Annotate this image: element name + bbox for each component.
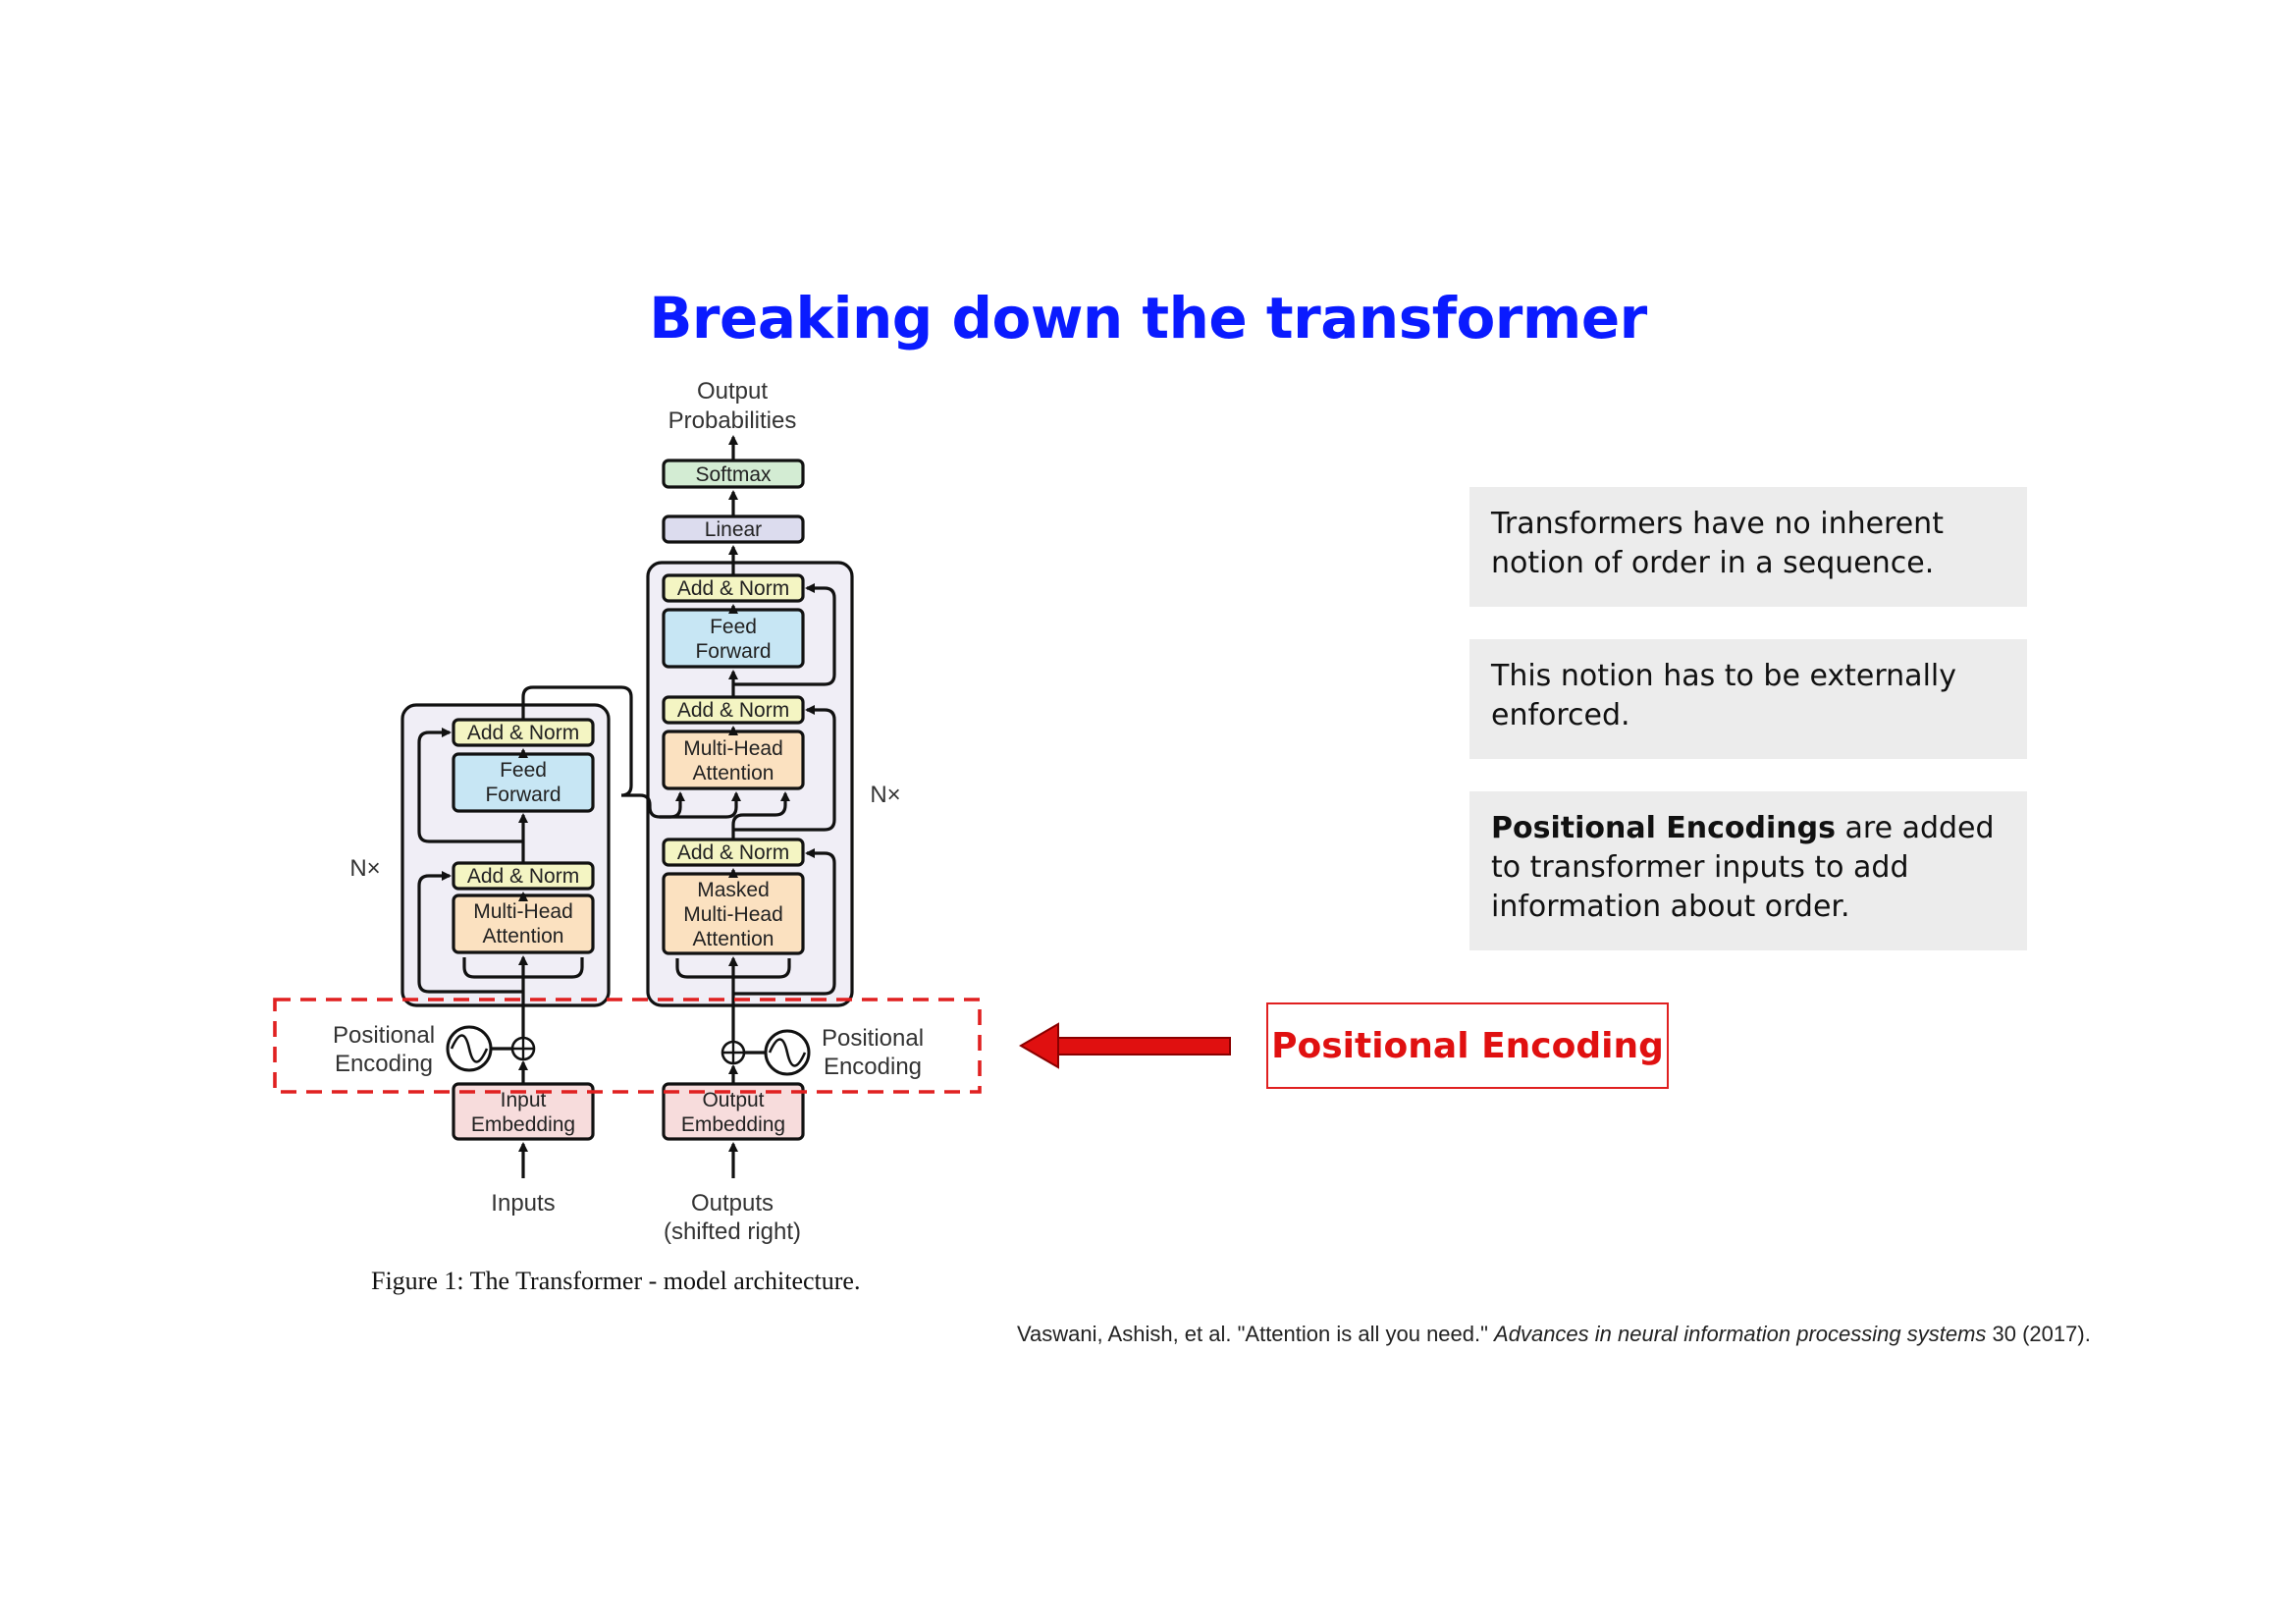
info-card-3-text: are added to transformer inputs to add i… (1491, 811, 1995, 924)
encoder-feed-label-1: Feed (500, 759, 547, 782)
decoder-plus-icon (721, 1040, 746, 1065)
info-card-3-bold: Positional Encodings (1491, 811, 1836, 845)
info-card-1: Transformers have no inherent notion of … (1469, 487, 2027, 607)
inputs-label: Inputs (491, 1190, 555, 1217)
slide-title: Breaking down the transformer (649, 285, 1647, 352)
decoder-nx-label: N× (870, 782, 900, 808)
decoder-add-norm-3-label: Add & Norm (677, 577, 789, 600)
info-card-2: This notion has to be externally enforce… (1469, 639, 2027, 759)
outputs-label-2: (shifted right) (664, 1218, 801, 1245)
red-left-arrow-icon (1019, 1022, 1231, 1069)
decoder-mha-label-2: Attention (693, 762, 774, 785)
decoder-feed-label-1: Feed (710, 616, 757, 638)
info-card-1-text: Transformers have no inherent notion of … (1491, 507, 1944, 580)
linear-label: Linear (705, 518, 762, 541)
diagram-wires (417, 435, 836, 1178)
positional-encoding-callout: Positional Encoding (1266, 1002, 1669, 1089)
info-card-2-text: This notion has to be externally enforce… (1491, 659, 1956, 732)
masked-label-1: Masked (697, 879, 770, 901)
citation-plain: Vaswani, Ashish, et al. "Attention is al… (1017, 1322, 1495, 1346)
decoder-pos-label-2: Encoding (824, 1054, 922, 1080)
citation: Vaswani, Ashish, et al. "Attention is al… (1017, 1322, 2091, 1347)
decoder-add-norm-2-label: Add & Norm (677, 699, 789, 722)
softmax-label: Softmax (695, 463, 772, 486)
output-embedding-label-2: Embedding (681, 1113, 785, 1136)
masked-label-3: Attention (693, 928, 774, 950)
encoder-sine-icon (446, 1025, 493, 1072)
encoder-add-norm-1-label: Add & Norm (467, 865, 579, 888)
encoder-nx-label: N× (349, 855, 380, 882)
decoder-sine-icon (764, 1029, 811, 1076)
output-probabilities-label-1: Output (697, 378, 768, 405)
decoder-feed-label-2: Forward (695, 640, 771, 663)
citation-journal: Advances in neural information processin… (1494, 1322, 1987, 1346)
info-card-3: Positional Encodings are added to transf… (1469, 791, 2027, 950)
encoder-plus-icon (510, 1036, 536, 1061)
encoder-mha-label-1: Multi-Head (473, 900, 573, 923)
encoder-feed-label-2: Forward (485, 784, 561, 806)
output-probabilities-label-2: Probabilities (668, 407, 797, 434)
positional-encoding-highlight (273, 998, 982, 1094)
decoder-mha-label-1: Multi-Head (683, 737, 783, 760)
encoder-mha-label-2: Attention (483, 925, 564, 947)
masked-label-2: Multi-Head (683, 903, 783, 926)
outputs-label-1: Outputs (691, 1190, 774, 1217)
encoder-pos-label-2: Encoding (335, 1051, 433, 1077)
decoder-add-norm-1-label: Add & Norm (677, 841, 789, 864)
input-embedding-label-1: Input (501, 1089, 547, 1111)
output-embedding-label-1: Output (702, 1089, 764, 1111)
input-embedding-label-2: Embedding (471, 1113, 575, 1136)
figure-caption: Figure 1: The Transformer - model archit… (371, 1267, 861, 1295)
encoder-stack (400, 703, 611, 1007)
decoder-pos-label-1: Positional (822, 1025, 924, 1052)
citation-tail: 30 (2017). (1986, 1322, 2091, 1346)
encoder-pos-label-1: Positional (333, 1022, 435, 1049)
encoder-add-norm-2-label: Add & Norm (467, 722, 579, 744)
